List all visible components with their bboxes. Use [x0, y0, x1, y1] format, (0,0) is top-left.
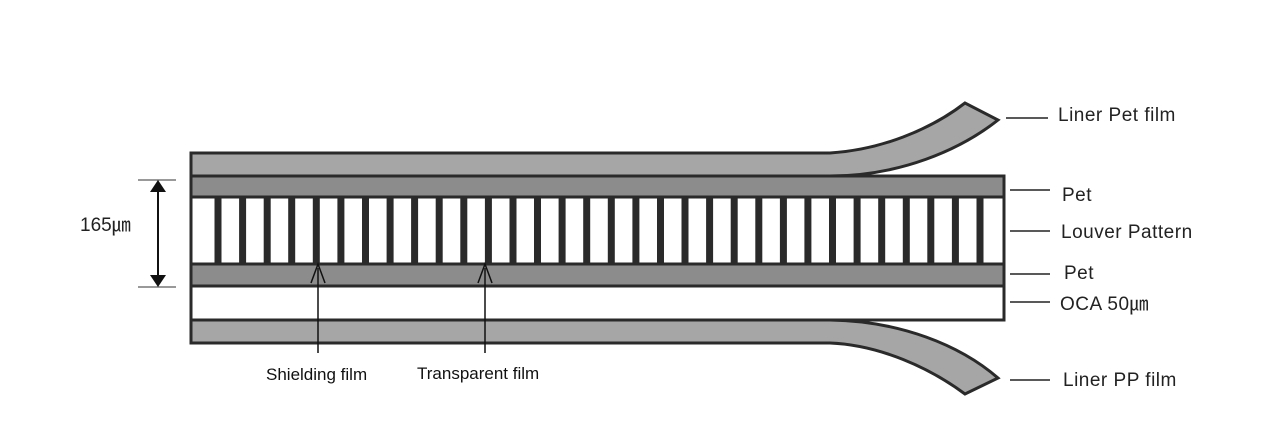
louver-shielding-strip [706, 198, 714, 263]
oca-layer [189, 284, 1006, 322]
louver-shielding-strip [386, 198, 394, 263]
louver-shielding-strip [927, 198, 935, 263]
louver-shielding-strip [853, 198, 861, 263]
dimension-arrow-down [150, 275, 166, 287]
louver-shielding-strip [829, 198, 836, 263]
louver-shielding-strip [878, 198, 886, 263]
louver-shielding-strip [951, 198, 959, 263]
louver-pattern-layer [189, 195, 1006, 266]
louver-shielding-strip [263, 198, 271, 263]
thickness-label: 165㎛ [80, 215, 131, 236]
louver-shielding-strip [779, 198, 787, 263]
louver-shielding-strip [534, 198, 541, 263]
louver-shielding-strip [657, 198, 664, 263]
louver-shielding-strip [435, 198, 443, 263]
louver-shielding-strip [976, 198, 984, 263]
louver-pattern-label: Louver Pattern [1061, 222, 1193, 243]
louver-shielding-strip [411, 198, 419, 263]
louver-shielding-strip [681, 198, 689, 263]
liner-pp-film-label: Liner PP film [1063, 370, 1177, 391]
liner-pp-film-layer [189, 318, 1001, 396]
louver-strips [214, 198, 984, 263]
shielding-pointer-arrowhead [310, 261, 326, 284]
pet-top-label: Pet [1062, 185, 1092, 206]
louver-shielding-strip [337, 198, 345, 263]
shielding-film-label: Shielding film [266, 365, 367, 384]
louver-shielding-strip [484, 198, 492, 263]
liner-pet-film-layer [189, 101, 1001, 178]
louver-shielding-strip [509, 198, 517, 263]
pet-bottom-label: Pet [1064, 263, 1094, 284]
louver-shielding-strip [288, 198, 296, 263]
louver-shielding-strip [362, 198, 369, 263]
pet-top-layer [189, 174, 1006, 199]
transparent-film-label: Transparent film [417, 364, 539, 383]
louver-shielding-strip [804, 198, 812, 263]
louver-shielding-strip [583, 198, 591, 263]
louver-shielding-strip [607, 198, 615, 263]
louver-shielding-strip [214, 198, 222, 263]
louver-shielding-strip [239, 198, 247, 263]
louver-shielding-strip [730, 198, 738, 263]
dimension-arrow-up [150, 180, 166, 192]
louver-shielding-strip [902, 198, 910, 263]
louver-shielding-strip [755, 198, 763, 263]
pet-bottom-layer [189, 262, 1006, 288]
louver-shielding-strip [460, 198, 468, 263]
louver-shielding-strip [558, 198, 566, 263]
oca-label: OCA 50㎛ [1060, 294, 1149, 315]
transparent-pointer-arrowhead [477, 261, 493, 284]
liner-pet-film-label: Liner Pet film [1058, 105, 1176, 126]
louver-shielding-strip [312, 198, 320, 263]
louver-shielding-strip [632, 198, 640, 263]
